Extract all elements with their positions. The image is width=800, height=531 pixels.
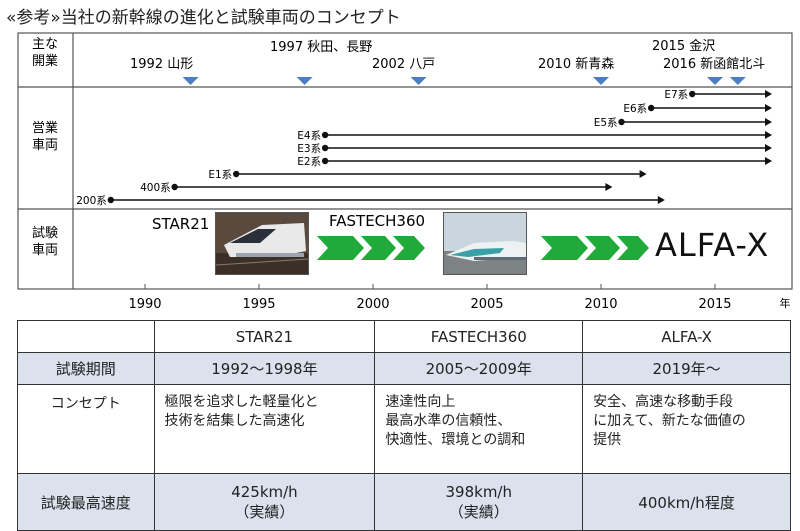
chevron-icon <box>541 236 588 260</box>
row-label: 試験最高速度 <box>17 473 155 531</box>
vehicle-label: 200系 <box>76 195 107 207</box>
table-row-concept: コンセプト 極限を追求した軽量化と技術を結集した高速化 速達性向上最高水準の信頼… <box>17 384 791 474</box>
star21-photo <box>215 212 309 275</box>
opening-marker-icon <box>593 77 609 85</box>
header-cell-alfa-x: ALFA-X <box>582 320 791 353</box>
arrowhead-icon <box>657 196 665 204</box>
chevron-icon <box>617 236 649 260</box>
axis-tick-label: 1990 <box>128 297 161 312</box>
fastech360-label: FASTECH360 <box>329 212 425 230</box>
arrowhead-icon <box>765 118 772 126</box>
axis-tick-label: 2000 <box>356 297 389 312</box>
table-row-max-speed: 試験最高速度 425km/h（実績） 398km/h（実績） 400km/h程度 <box>17 473 791 531</box>
star21-label: STAR21 <box>152 215 209 233</box>
row-label-commercial-vehicles: 営業車両 <box>32 120 58 153</box>
opening-marker-icon <box>182 77 199 85</box>
table-cell: 425km/h（実績） <box>153 473 376 531</box>
vehicle-label: E4系 <box>297 130 321 142</box>
vehicle-label: 400系 <box>140 182 171 194</box>
timeline-frame <box>17 32 793 290</box>
table-row-test-period: 試験期間 1992〜1998年 2005〜2009年 2019年〜 <box>17 352 791 385</box>
table-header-row: STAR21 FASTECH360 ALFA-X <box>17 320 791 353</box>
chevron-icon <box>585 236 620 260</box>
arrowhead-icon <box>639 170 647 178</box>
year-axis: 1990 1995 2000 2005 2010 2015 年 <box>128 284 791 312</box>
fastech360-photo <box>443 212 527 275</box>
arrowhead-icon <box>765 144 772 152</box>
vehicle-label: E2系 <box>297 156 321 168</box>
opening-label: 1992 山形 <box>130 57 193 72</box>
progress-chevrons-1 <box>317 236 425 260</box>
vehicle-label: E3系 <box>297 143 321 155</box>
row-label-test-vehicles: 試験車両 <box>32 225 58 258</box>
axis-tick-label: 1995 <box>242 297 275 312</box>
vehicle-label: E7系 <box>664 89 688 101</box>
table-cell: 2005〜2009年 <box>374 352 584 385</box>
row-label-main-openings: 主な開業 <box>32 37 58 69</box>
opening-label: 1997 秋田、長野 <box>270 40 372 55</box>
axis-tick-label: 2015 <box>698 297 731 312</box>
header-cell-fastech360: FASTECH360 <box>374 320 584 353</box>
arrowhead-icon <box>765 104 772 112</box>
chevron-icon <box>393 236 425 260</box>
opening-label: 2015 金沢 <box>652 38 715 54</box>
row-label: コンセプト <box>17 384 155 474</box>
page-title: «参考»当社の新幹線の進化と試験車両のコンセプト <box>6 8 401 28</box>
vehicle-label: E1系 <box>208 169 232 181</box>
table-cell: 極限を追求した軽量化と技術を結集した高速化 <box>153 384 376 474</box>
progress-chevrons-2 <box>541 236 649 260</box>
header-cell-star21: STAR21 <box>153 320 376 353</box>
opening-marker-icon <box>410 77 427 85</box>
axis-tick-label: 2005 <box>470 297 503 312</box>
opening-marker-icon <box>707 77 723 85</box>
arrowhead-icon <box>765 90 772 98</box>
chevron-icon <box>361 236 396 260</box>
axis-unit-label: 年 <box>780 296 791 310</box>
table-cell: 400km/h程度 <box>582 473 791 531</box>
arrowhead-icon <box>765 157 772 165</box>
arrowhead-icon <box>605 183 613 191</box>
chevron-icon <box>317 236 364 260</box>
table-cell: 安全、高速な移動手段に加えて、新たな価値の提供 <box>582 384 791 474</box>
header-cell-empty <box>17 320 155 353</box>
vehicle-label: E5系 <box>594 117 618 129</box>
table-cell: 2019年〜 <box>582 352 791 385</box>
table-cell: 1992〜1998年 <box>153 352 376 385</box>
row-label: 試験期間 <box>17 352 155 385</box>
alfa-x-label: ALFA-X <box>655 226 770 264</box>
opening-marker-icon <box>729 77 746 85</box>
arrowhead-icon <box>765 131 772 139</box>
opening-label: 2010 新青森 <box>538 56 614 72</box>
table-cell: 398km/h（実績） <box>374 473 584 531</box>
opening-label: 2016 新函館北斗 <box>663 56 765 72</box>
opening-label: 2002 八戸 <box>372 57 435 72</box>
table-cell: 速達性向上最高水準の信頼性、快適性、環境との調和 <box>374 384 584 474</box>
spec-table: STAR21 FASTECH360 ALFA-X 試験期間 1992〜1998年… <box>17 320 791 531</box>
opening-marker-icon <box>296 77 313 85</box>
vehicle-label: E6系 <box>623 103 647 115</box>
axis-tick-label: 2010 <box>584 297 617 312</box>
